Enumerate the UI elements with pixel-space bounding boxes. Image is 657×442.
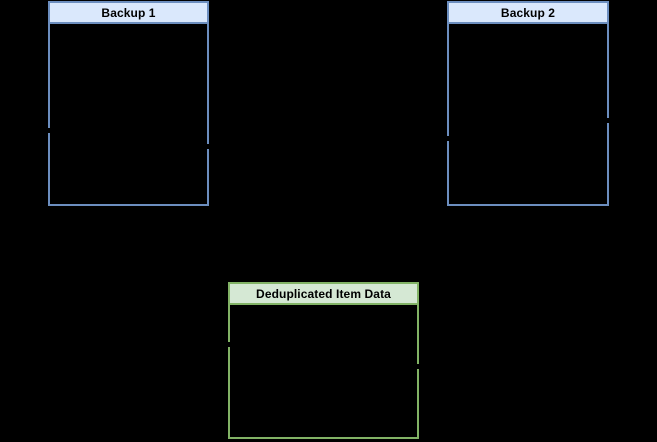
container-deduplicated-item-data[interactable]: Deduplicated Item Data bbox=[228, 282, 419, 439]
container-deduplicated-item-data-title: Deduplicated Item Data bbox=[230, 284, 417, 305]
container-backup-1-title: Backup 1 bbox=[50, 3, 207, 24]
container-backup-1[interactable]: Backup 1 bbox=[48, 1, 209, 206]
connection-port-backup-2-right[interactable] bbox=[605, 118, 609, 123]
container-deduplicated-item-data-body[interactable] bbox=[230, 305, 417, 437]
connection-port-dedup-left[interactable] bbox=[226, 342, 230, 347]
connection-port-backup-1-right[interactable] bbox=[205, 144, 209, 149]
connection-port-dedup-right[interactable] bbox=[415, 364, 419, 369]
container-backup-2[interactable]: Backup 2 bbox=[447, 1, 609, 206]
container-backup-2-title: Backup 2 bbox=[449, 3, 607, 24]
container-backup-2-body[interactable] bbox=[449, 24, 607, 204]
connection-port-backup-1-left[interactable] bbox=[46, 128, 50, 133]
connection-port-backup-2-left[interactable] bbox=[445, 136, 449, 141]
container-backup-1-body[interactable] bbox=[50, 24, 207, 204]
